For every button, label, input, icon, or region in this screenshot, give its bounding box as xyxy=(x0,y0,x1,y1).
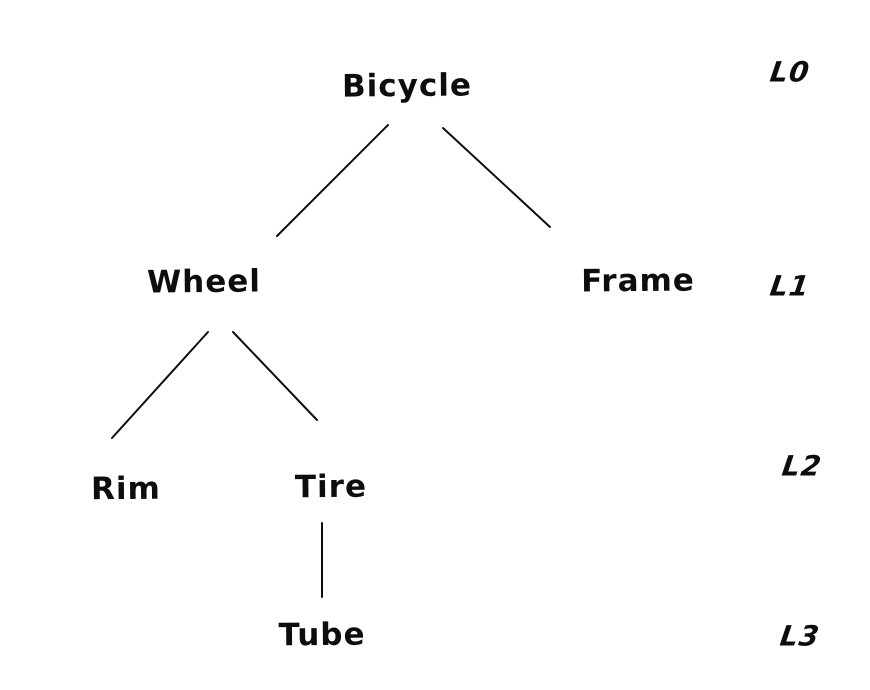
level-label-l2: L2 xyxy=(780,449,824,483)
level-label-l3: L3 xyxy=(778,619,822,653)
node-tire: Tire xyxy=(294,468,368,506)
edge-bicycle-frame xyxy=(442,127,551,228)
edge-bicycle-wheel xyxy=(276,124,389,237)
node-bicycle: Bicycle xyxy=(341,67,473,105)
node-tube: Tube xyxy=(278,616,366,654)
level-label-l0: L0 xyxy=(768,55,812,89)
edge-wheel-rim xyxy=(111,331,209,439)
edge-wheel-tire xyxy=(232,331,318,421)
level-label-l1: L1 xyxy=(768,269,812,303)
node-wheel: Wheel xyxy=(146,263,262,301)
node-rim: Rim xyxy=(90,470,162,508)
node-frame: Frame xyxy=(580,262,696,300)
